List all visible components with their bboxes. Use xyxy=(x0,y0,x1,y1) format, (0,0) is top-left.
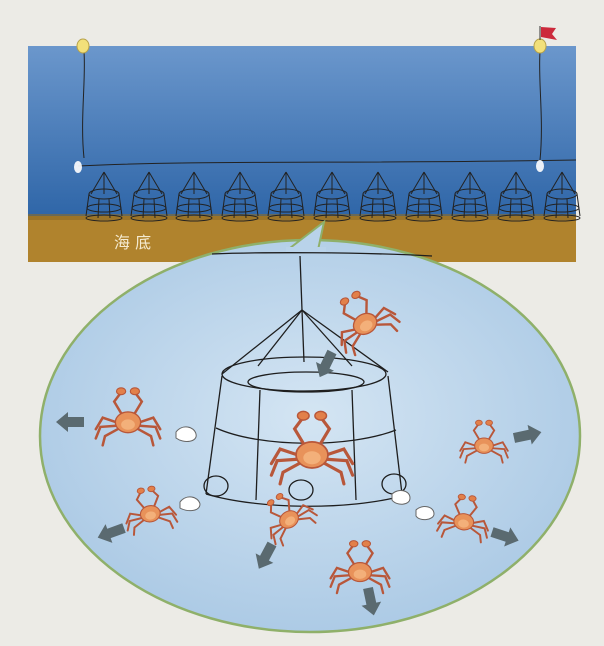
bait-bag-icon xyxy=(416,507,434,520)
bait-bag-icon xyxy=(176,427,196,442)
bait-bag-icon xyxy=(392,491,410,505)
zoom-bubble xyxy=(40,222,580,632)
sea-panel: 海 底 xyxy=(28,26,580,262)
seabed-label: 海 底 xyxy=(114,233,151,252)
float-icon xyxy=(74,161,82,173)
sea-water xyxy=(28,46,576,216)
float-icon xyxy=(536,160,544,172)
bait-bag-icon xyxy=(180,497,200,511)
float-icon xyxy=(77,39,89,53)
